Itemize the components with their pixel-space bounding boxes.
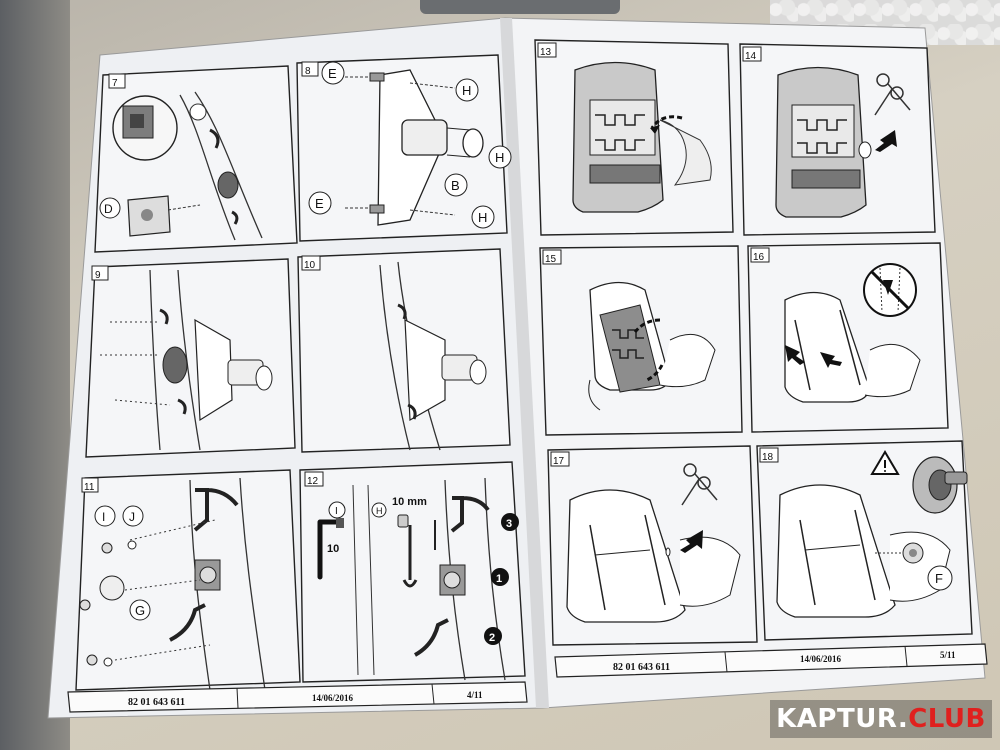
left-footer: 82 01 643 611 14/06/2016 4/11 (67, 681, 528, 713)
right-footer: 82 01 643 611 14/06/2016 5/11 (554, 643, 988, 678)
callout-d: D (104, 202, 113, 216)
zipper-icon (863, 263, 917, 317)
seat-part-illustration (912, 456, 968, 514)
step-number: 17 (553, 456, 565, 467)
panel-step-16: 16 (747, 242, 949, 433)
panel-step-14: 14 (739, 43, 936, 236)
panel-step-7: 7 D (94, 65, 298, 253)
order-3: 3 (506, 518, 512, 530)
panel-step-15: 15 (539, 245, 743, 436)
step-number: 9 (95, 270, 101, 281)
step-number: 12 (307, 476, 319, 487)
panel-step-17: 17 (547, 445, 758, 646)
desk-object (420, 0, 620, 14)
panel-step-13: 13 (534, 39, 734, 236)
step-number: 18 (762, 452, 774, 463)
panel-step-8: 8 E E H H H B (296, 54, 512, 242)
watermark-part-2: CLUB (908, 704, 986, 734)
watermark-part-1: KAPTUR. (776, 704, 909, 734)
page-number: 4/11 (467, 690, 483, 700)
callout-h: H (478, 210, 487, 225)
step-number: 10 (304, 260, 316, 271)
step-number: 8 (305, 66, 311, 77)
scissors-icon (874, 73, 911, 116)
site-watermark: KAPTUR.CLUB (770, 700, 992, 738)
callout-h: H (495, 150, 504, 165)
order-1: 1 (496, 573, 502, 585)
tool-size-label: 10 mm (392, 496, 427, 508)
part-number: 82 01 643 611 (613, 662, 670, 673)
panel-step-9: 9 (85, 258, 296, 458)
step-number: 11 (84, 482, 95, 493)
tool-size-10: 10 (327, 543, 339, 555)
callout-j: J (129, 510, 135, 524)
panel-step-10: 10 (297, 248, 511, 453)
step-number: 13 (540, 47, 552, 58)
order-2: 2 (489, 632, 495, 644)
callout-e: E (315, 196, 324, 211)
panel-step-18: 18 F (756, 440, 973, 641)
page-number: 5/11 (940, 650, 956, 660)
callout-f: F (935, 571, 943, 586)
callout-h: H (462, 83, 471, 98)
scissors-icon (681, 463, 718, 506)
step-number: 14 (745, 51, 757, 62)
callout-g: G (135, 603, 145, 618)
panel-step-11: 11 I J G (75, 469, 301, 691)
callout-i: I (102, 510, 105, 524)
print-date: 14/06/2016 (312, 693, 354, 703)
warning-icon (870, 450, 900, 475)
panel-step-12: 12 I 10 H 10 mm 3 1 2 (299, 461, 526, 683)
callout-b: B (451, 178, 460, 193)
tool-callout-h: H (376, 506, 383, 516)
step-number: 16 (753, 252, 765, 263)
step-number: 7 (112, 78, 118, 89)
print-date: 14/06/2016 (800, 654, 842, 664)
callout-e: E (328, 66, 337, 81)
step-number: 15 (545, 254, 557, 265)
page-spine (500, 18, 549, 708)
part-number: 82 01 643 611 (128, 697, 185, 708)
tool-callout-i: I (335, 506, 338, 517)
